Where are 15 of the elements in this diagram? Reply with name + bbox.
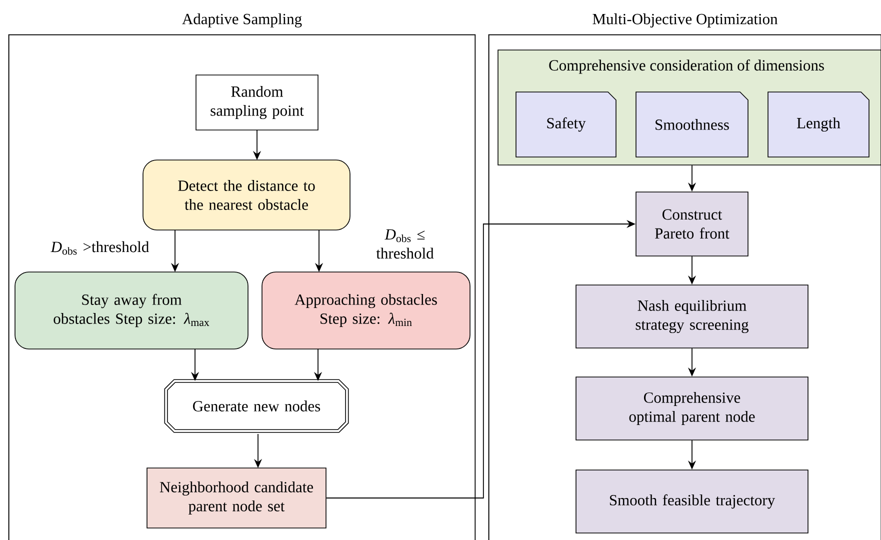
process-box: Random sampling point — [196, 74, 318, 130]
process-box: Nash equilibrium strategy screening — [576, 284, 808, 348]
process-box: Construct Pareto front — [636, 192, 748, 256]
process-box: Neighborhood candidate parent node set — [146, 468, 326, 528]
octagon-box: Generate new nodes — [164, 379, 349, 433]
edge-label: D$_{obs}$ ≤ threshold — [376, 229, 434, 259]
criterion-card: Length — [768, 92, 870, 158]
criterion-card: Safety — [516, 92, 616, 158]
edge-label: D$_{obs}$ >threshold — [50, 241, 149, 255]
process-box: Approaching obstacles Step size: λ$_{min}$ — [262, 272, 470, 350]
process-box: Smooth feasible trajectory — [576, 470, 808, 534]
process-box: Stay away from obstacles Step size: λ$_{max}$ — [14, 272, 248, 350]
process-box: Detect the distance to the nearest obstacle — [142, 160, 350, 230]
criterion-card: Smoothness — [636, 92, 748, 158]
process-box: Comprehensive optimal parent node — [576, 376, 808, 440]
